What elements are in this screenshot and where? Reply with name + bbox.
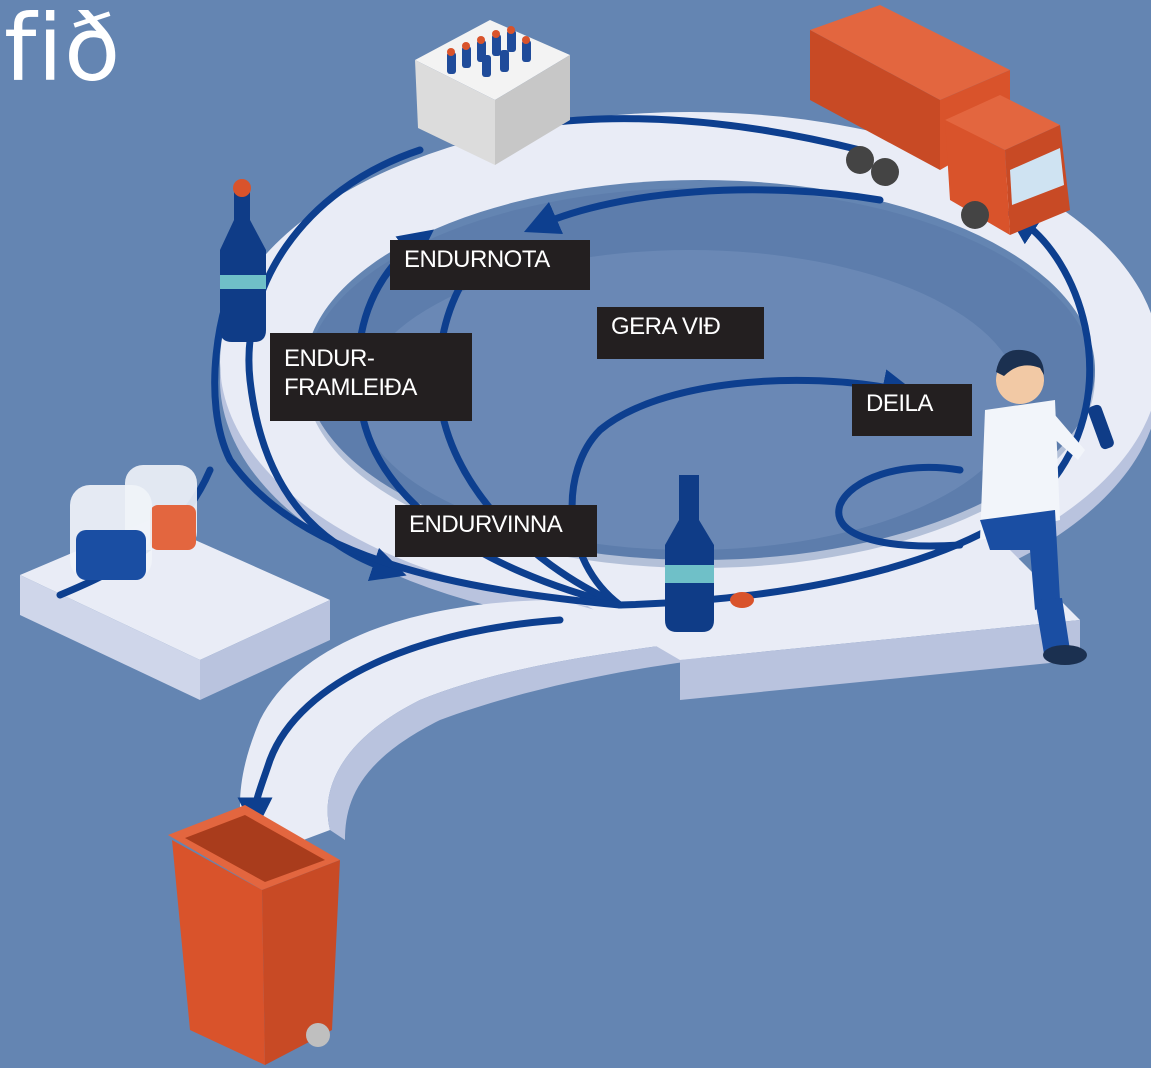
tail-track (240, 600, 700, 860)
to-bin-arrow (237, 616, 564, 833)
reuse-arrow (523, 186, 884, 235)
label-deila: DEILA (852, 384, 972, 436)
bottle-crate-icon (415, 20, 570, 165)
bottle-cap-icon (730, 592, 754, 608)
label-gera-vid: GERA VIÐ (597, 307, 764, 359)
label-endurframleida: ENDUR- FRAMLEIÐA (270, 333, 472, 421)
bottle-icon (220, 179, 266, 342)
share-loop-arrow (835, 463, 964, 550)
inner-floor (360, 250, 1020, 550)
truck-icon (810, 5, 1070, 235)
left-outer-arrow (245, 146, 424, 582)
recycle-arrow (435, 266, 624, 609)
page-title: fið (4, 0, 122, 102)
label-endurnota: ENDURNOTA (390, 240, 590, 290)
waste-bin-icon (168, 805, 340, 1065)
remanufacture-arrow (354, 229, 624, 609)
person-icon (980, 349, 1114, 665)
jar-line (211, 266, 624, 609)
label-endurvinna: ENDURVINNA (395, 505, 597, 557)
bottle-icon (665, 475, 754, 632)
jars-icon (70, 465, 197, 580)
